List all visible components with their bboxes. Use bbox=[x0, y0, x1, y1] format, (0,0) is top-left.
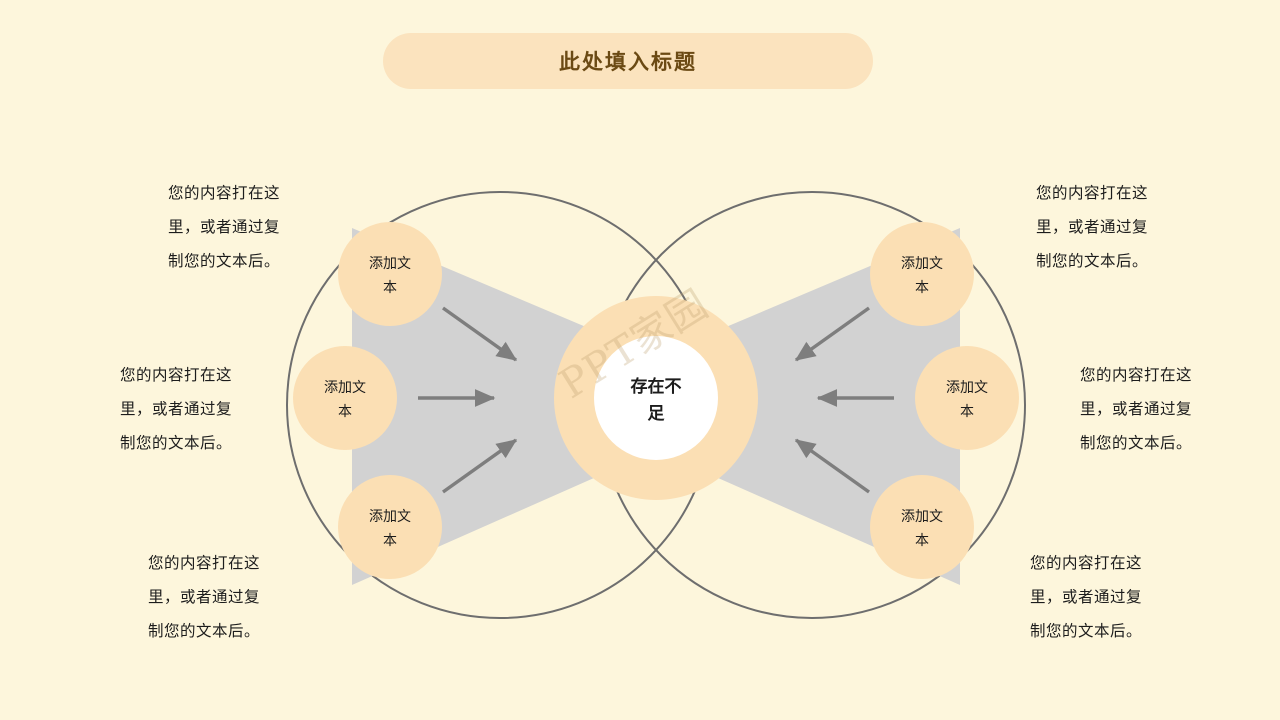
caption-line: 里，或者通过复 bbox=[1036, 218, 1149, 236]
node-label-line2: 本 bbox=[383, 280, 397, 296]
node-label-line1: 添加文 bbox=[369, 509, 411, 525]
caption-line: 里，或者通过复 bbox=[167, 218, 280, 236]
caption-line: 您的内容打在这 bbox=[1030, 554, 1143, 572]
caption-top-left[interactable]: 您的内容打在这 里，或者通过复 制您的文本后。 bbox=[98, 176, 280, 278]
node-label-line2: 本 bbox=[960, 404, 974, 420]
caption-line: 制您的文本后。 bbox=[119, 434, 232, 452]
node-label-line2: 本 bbox=[338, 404, 352, 420]
node-label-line1: 添加文 bbox=[324, 380, 366, 396]
caption-bottom-left[interactable]: 您的内容打在这 里，或者通过复 制您的文本后。 bbox=[78, 546, 260, 648]
node-circle[interactable] bbox=[338, 475, 442, 579]
node-circle[interactable] bbox=[870, 222, 974, 326]
arrow-bottom-left bbox=[442, 438, 518, 494]
caption-line: 里，或者通过复 bbox=[119, 400, 232, 418]
node-bottom-right[interactable]: 添加文 本 bbox=[870, 475, 974, 579]
arrow-top-right bbox=[794, 306, 870, 362]
center-inner-circle bbox=[594, 336, 718, 460]
node-top-right[interactable]: 添加文 本 bbox=[870, 222, 974, 326]
node-circle[interactable] bbox=[915, 346, 1019, 450]
center-label-line1: 存在不 bbox=[631, 376, 682, 397]
caption-line: 您的内容打在这 bbox=[167, 184, 280, 202]
caption-line: 制您的文本后。 bbox=[147, 622, 260, 640]
title-banner[interactable]: 此处填入标题 bbox=[383, 33, 873, 89]
caption-mid-right[interactable]: 您的内容打在这 里，或者通过复 制您的文本后。 bbox=[1080, 358, 1262, 460]
caption-line: 里，或者通过复 bbox=[147, 588, 260, 606]
center-label-group: 存在不 足 bbox=[631, 376, 682, 424]
caption-line: 里，或者通过复 bbox=[1080, 400, 1193, 418]
node-mid-left[interactable]: 添加文 本 bbox=[293, 346, 397, 450]
node-mid-right[interactable]: 添加文 本 bbox=[915, 346, 1019, 450]
node-bottom-left[interactable]: 添加文 本 bbox=[338, 475, 442, 579]
caption-line: 制您的文本后。 bbox=[167, 252, 280, 270]
caption-line: 您的内容打在这 bbox=[1036, 184, 1149, 202]
node-label-line1: 添加文 bbox=[901, 509, 943, 525]
caption-line: 制您的文本后。 bbox=[1036, 252, 1149, 270]
node-circle[interactable] bbox=[870, 475, 974, 579]
caption-line: 制您的文本后。 bbox=[1030, 622, 1143, 640]
node-circle[interactable] bbox=[338, 222, 442, 326]
node-label-line1: 添加文 bbox=[946, 380, 988, 396]
caption-line: 里，或者通过复 bbox=[1030, 588, 1143, 606]
arrow-top-left bbox=[442, 306, 518, 362]
caption-bottom-right[interactable]: 您的内容打在这 里，或者通过复 制您的文本后。 bbox=[1030, 546, 1212, 648]
caption-line: 您的内容打在这 bbox=[1080, 366, 1193, 384]
caption-line: 您的内容打在这 bbox=[147, 554, 260, 572]
caption-line: 您的内容打在这 bbox=[119, 366, 232, 384]
arrow-bottom-right bbox=[794, 438, 870, 494]
node-label-line1: 添加文 bbox=[369, 256, 411, 272]
node-top-left[interactable]: 添加文 本 bbox=[338, 222, 442, 326]
node-label-line2: 本 bbox=[383, 533, 397, 549]
caption-line: 制您的文本后。 bbox=[1080, 434, 1193, 452]
caption-top-right[interactable]: 您的内容打在这 里，或者通过复 制您的文本后。 bbox=[1036, 176, 1218, 278]
page-title: 此处填入标题 bbox=[559, 49, 697, 74]
node-circle[interactable] bbox=[293, 346, 397, 450]
node-label-line2: 本 bbox=[915, 533, 929, 549]
center-label-line2: 足 bbox=[648, 404, 665, 424]
node-label-line1: 添加文 bbox=[901, 256, 943, 272]
node-label-line2: 本 bbox=[915, 280, 929, 296]
caption-mid-left[interactable]: 您的内容打在这 里，或者通过复 制您的文本后。 bbox=[50, 358, 232, 460]
